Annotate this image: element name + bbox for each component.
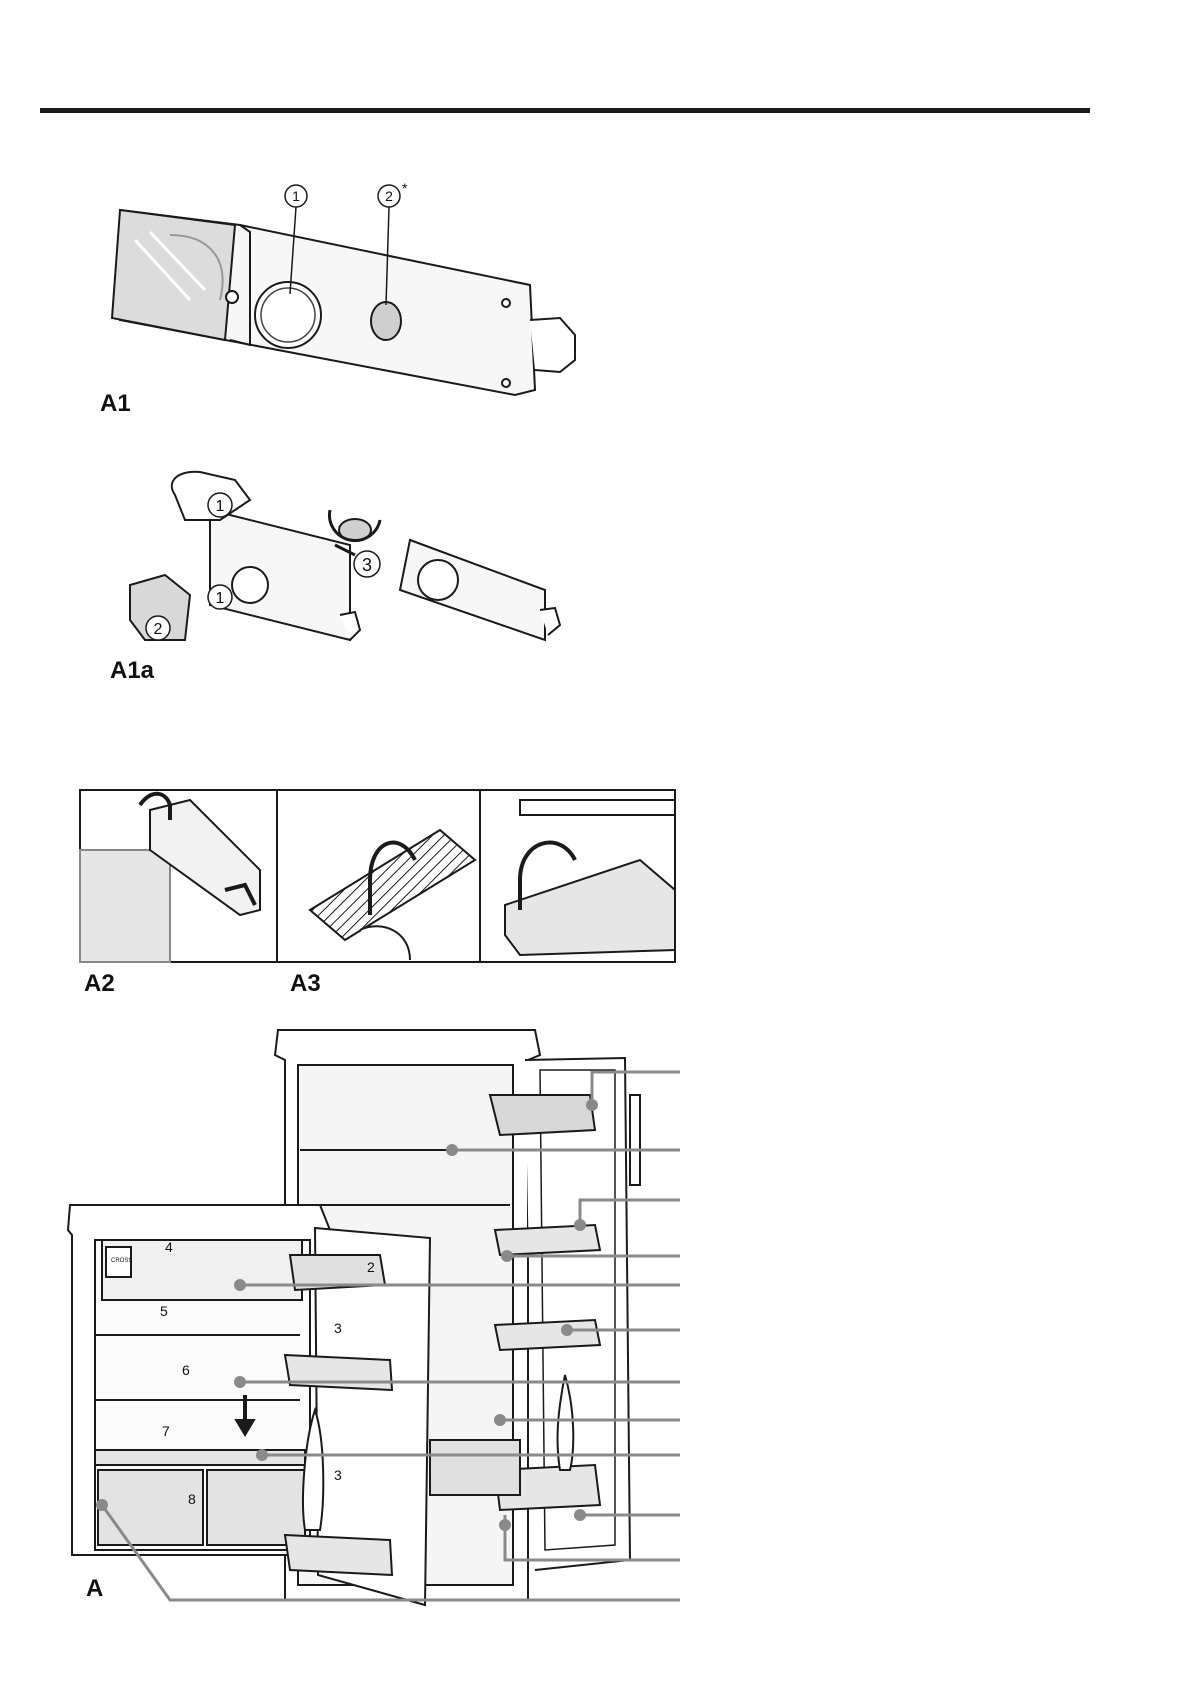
figure-label-a3: A3 bbox=[290, 970, 321, 998]
brand-plate: CROSS bbox=[111, 1258, 132, 1264]
interior-number-7: 7 bbox=[162, 1423, 170, 1439]
interior-number-8: 8 bbox=[188, 1491, 196, 1507]
a1a-step-2: 2 bbox=[154, 621, 163, 638]
a1-callout-2: 2 bbox=[385, 188, 393, 204]
interior-number-4: 4 bbox=[165, 1239, 173, 1255]
interior-number-6: 6 bbox=[182, 1362, 190, 1378]
figure-a2-a3-strip bbox=[80, 790, 675, 962]
a1-callout-2-asterisk: * bbox=[402, 180, 408, 196]
figure-label-a1a: A1a bbox=[110, 657, 154, 685]
a1a-step-1-bottom: 1 bbox=[216, 590, 225, 607]
a1a-step-3: 3 bbox=[362, 555, 372, 575]
interior-number-3-upper: 3 bbox=[334, 1320, 342, 1336]
a1a-step-1-top: 1 bbox=[216, 498, 225, 515]
interior-number-3-lower: 3 bbox=[334, 1467, 342, 1483]
figure-a1-housing bbox=[112, 185, 575, 395]
interior-number-2: 2 bbox=[367, 1259, 375, 1275]
figure-label-a1: A1 bbox=[100, 390, 131, 418]
figure-label-a: A bbox=[86, 1575, 103, 1603]
interior-number-5: 5 bbox=[160, 1303, 168, 1319]
figure-a1a-lamp-change bbox=[130, 472, 560, 640]
a1-callout-1: 1 bbox=[292, 188, 300, 204]
figure-label-a2: A2 bbox=[84, 970, 115, 998]
